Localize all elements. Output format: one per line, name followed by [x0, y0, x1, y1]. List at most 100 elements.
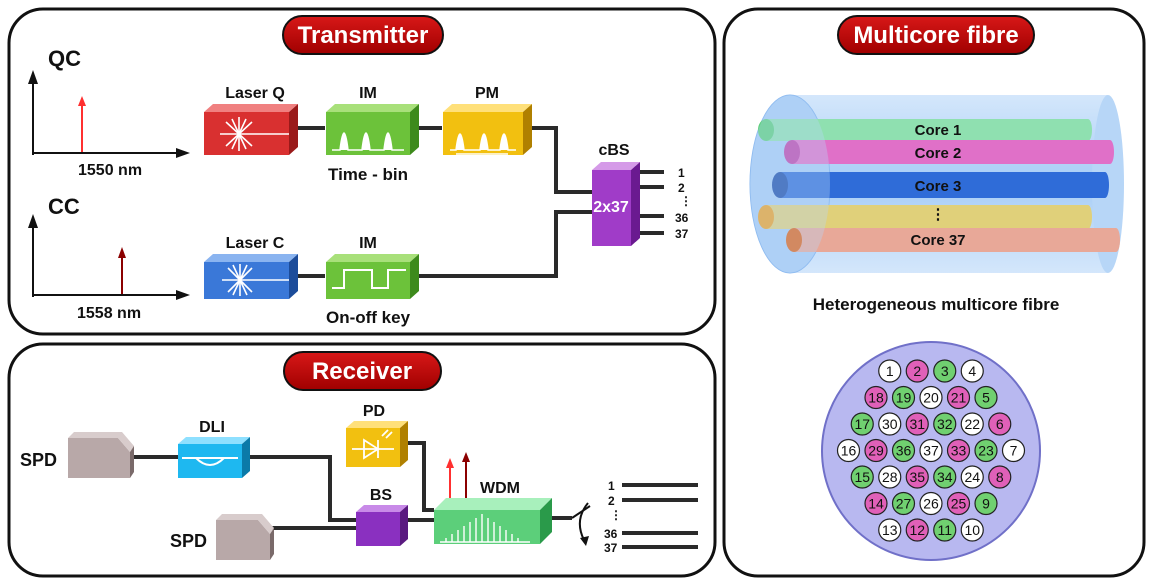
- core-35: 35: [905, 465, 929, 489]
- core-15: 15: [850, 465, 874, 489]
- core-19: 19: [891, 385, 916, 410]
- wdm-output-ellipsis: ⋮: [610, 508, 622, 522]
- laser-q-label: Laser Q: [225, 85, 285, 102]
- cbs-output-2: 2: [678, 181, 685, 195]
- laser-c-label: Laser C: [226, 235, 285, 252]
- pd-box: PD: [346, 403, 408, 467]
- core-7: 7: [1001, 438, 1026, 463]
- wdm-output-36: 36: [604, 527, 618, 541]
- core-30: 30: [878, 412, 902, 436]
- laser-q-box: Laser Q: [204, 85, 298, 155]
- core-number-label: 4: [968, 363, 976, 379]
- qc-spectrum-plot: QC 1550 nm: [28, 46, 190, 179]
- core-number-label: 9: [982, 496, 990, 512]
- core-20: 20: [919, 385, 943, 410]
- transmitter-title-badge: Transmitter: [282, 15, 444, 55]
- cc-spectrum-plot: CC 1558 nm: [28, 194, 190, 322]
- wdm-output-2: 2: [608, 494, 615, 508]
- qc-label: QC: [48, 46, 81, 71]
- cbs-box: 2x37 cBS: [592, 142, 640, 246]
- core-number-label: 12: [909, 522, 925, 538]
- core-number-label: 34: [937, 469, 953, 485]
- core-number-label: 11: [937, 522, 952, 538]
- time-bin-label: Time - bin: [328, 165, 408, 184]
- laser-c-box: Laser C: [204, 235, 298, 299]
- pm-box: PM: [443, 85, 532, 155]
- core-9: 9: [974, 491, 998, 516]
- on-off-key-label: On-off key: [326, 308, 411, 327]
- core-24: 24: [960, 465, 984, 489]
- core-number-label: 13: [882, 522, 898, 538]
- core-29: 29: [864, 438, 888, 463]
- core-37: 37: [919, 438, 943, 463]
- wdm-spectrum-icon: [440, 514, 530, 543]
- multicore-title-badge: Multicore fibre: [837, 15, 1035, 55]
- wdm-output-37: 37: [604, 541, 618, 555]
- core-4: 4: [960, 359, 984, 383]
- core-14: 14: [864, 491, 888, 516]
- core-number-label: 27: [896, 496, 912, 512]
- core-13: 13: [878, 518, 902, 542]
- interferometer-icon: [182, 457, 238, 466]
- core-21: 21: [946, 385, 971, 410]
- core-number-label: 35: [909, 469, 925, 485]
- pd-label: PD: [363, 403, 385, 420]
- switch-arrow-icon: [571, 502, 591, 546]
- core-number-label: 10: [964, 522, 980, 538]
- core-37-label: Core 37: [910, 232, 965, 249]
- core-number-label: 17: [854, 416, 870, 432]
- im-q-label: IM: [359, 85, 377, 102]
- core-3-label: Core 3: [915, 178, 962, 195]
- laser-burst-icon: [222, 264, 289, 296]
- im-q-box: IM Time - bin: [326, 85, 419, 184]
- core-number-label: 32: [937, 416, 953, 432]
- core-number-label: 21: [951, 390, 967, 406]
- dli-box: DLI: [178, 419, 250, 478]
- core-number-label: 33: [951, 443, 967, 459]
- core-33: 33: [946, 438, 971, 463]
- wdm-output-1: 1: [608, 479, 615, 493]
- core-2-label: Core 2: [915, 145, 962, 162]
- core-middle-rod: [758, 205, 1092, 229]
- core-27: 27: [891, 491, 916, 516]
- core-ellipsis-label: ⋮: [931, 206, 946, 223]
- core-11: 11: [933, 518, 957, 542]
- bs-label: BS: [370, 487, 393, 504]
- core-26: 26: [919, 491, 943, 516]
- core-37-rod: [786, 228, 1120, 252]
- spd-bottom-label: SPD: [170, 531, 207, 551]
- transmitter-panel: [7, 7, 717, 336]
- core-number-label: 5: [982, 390, 990, 406]
- cbs-ratio: 2x37: [593, 199, 629, 216]
- core-number-label: 30: [882, 416, 898, 432]
- core-5: 5: [974, 385, 998, 410]
- core-3-rod: [772, 172, 1109, 198]
- core-number-label: 25: [951, 496, 967, 512]
- pulse-train-icon: [332, 132, 404, 151]
- core-number-label: 14: [868, 496, 884, 512]
- bs-box: BS: [356, 487, 408, 546]
- core-32: 32: [933, 412, 957, 436]
- receiver-title: Receiver: [312, 358, 412, 385]
- core-36: 36: [891, 438, 916, 463]
- cc-label: CC: [48, 194, 80, 219]
- core-1-rod: [758, 119, 1092, 141]
- core-number-label: 19: [896, 390, 912, 406]
- core-1-label: Core 1: [915, 122, 962, 139]
- cbs-output-ellipsis: ⋮: [680, 194, 692, 208]
- core-6: 6: [988, 412, 1012, 436]
- cbs-output-36: 36: [675, 211, 689, 225]
- pm-label: PM: [475, 85, 499, 102]
- im-c-box: IM On-off key: [326, 235, 419, 327]
- multicore-fibre-illustration: Core 1 Core 2 Core 3 ⋮ Core 37: [749, 94, 1124, 274]
- cc-wavelength: 1558 nm: [77, 305, 141, 322]
- core-number-label: 36: [896, 443, 912, 459]
- core-number-label: 24: [964, 469, 980, 485]
- spd-bottom-detector: SPD: [170, 514, 274, 560]
- core-2-rod: [784, 140, 1114, 164]
- laser-burst-icon: [220, 117, 289, 151]
- receiver-title-badge: Receiver: [283, 351, 442, 391]
- im-c-label: IM: [359, 235, 377, 252]
- core-number-label: 6: [996, 416, 1004, 432]
- multicore-caption: Heterogeneous multicore fibre: [813, 295, 1060, 314]
